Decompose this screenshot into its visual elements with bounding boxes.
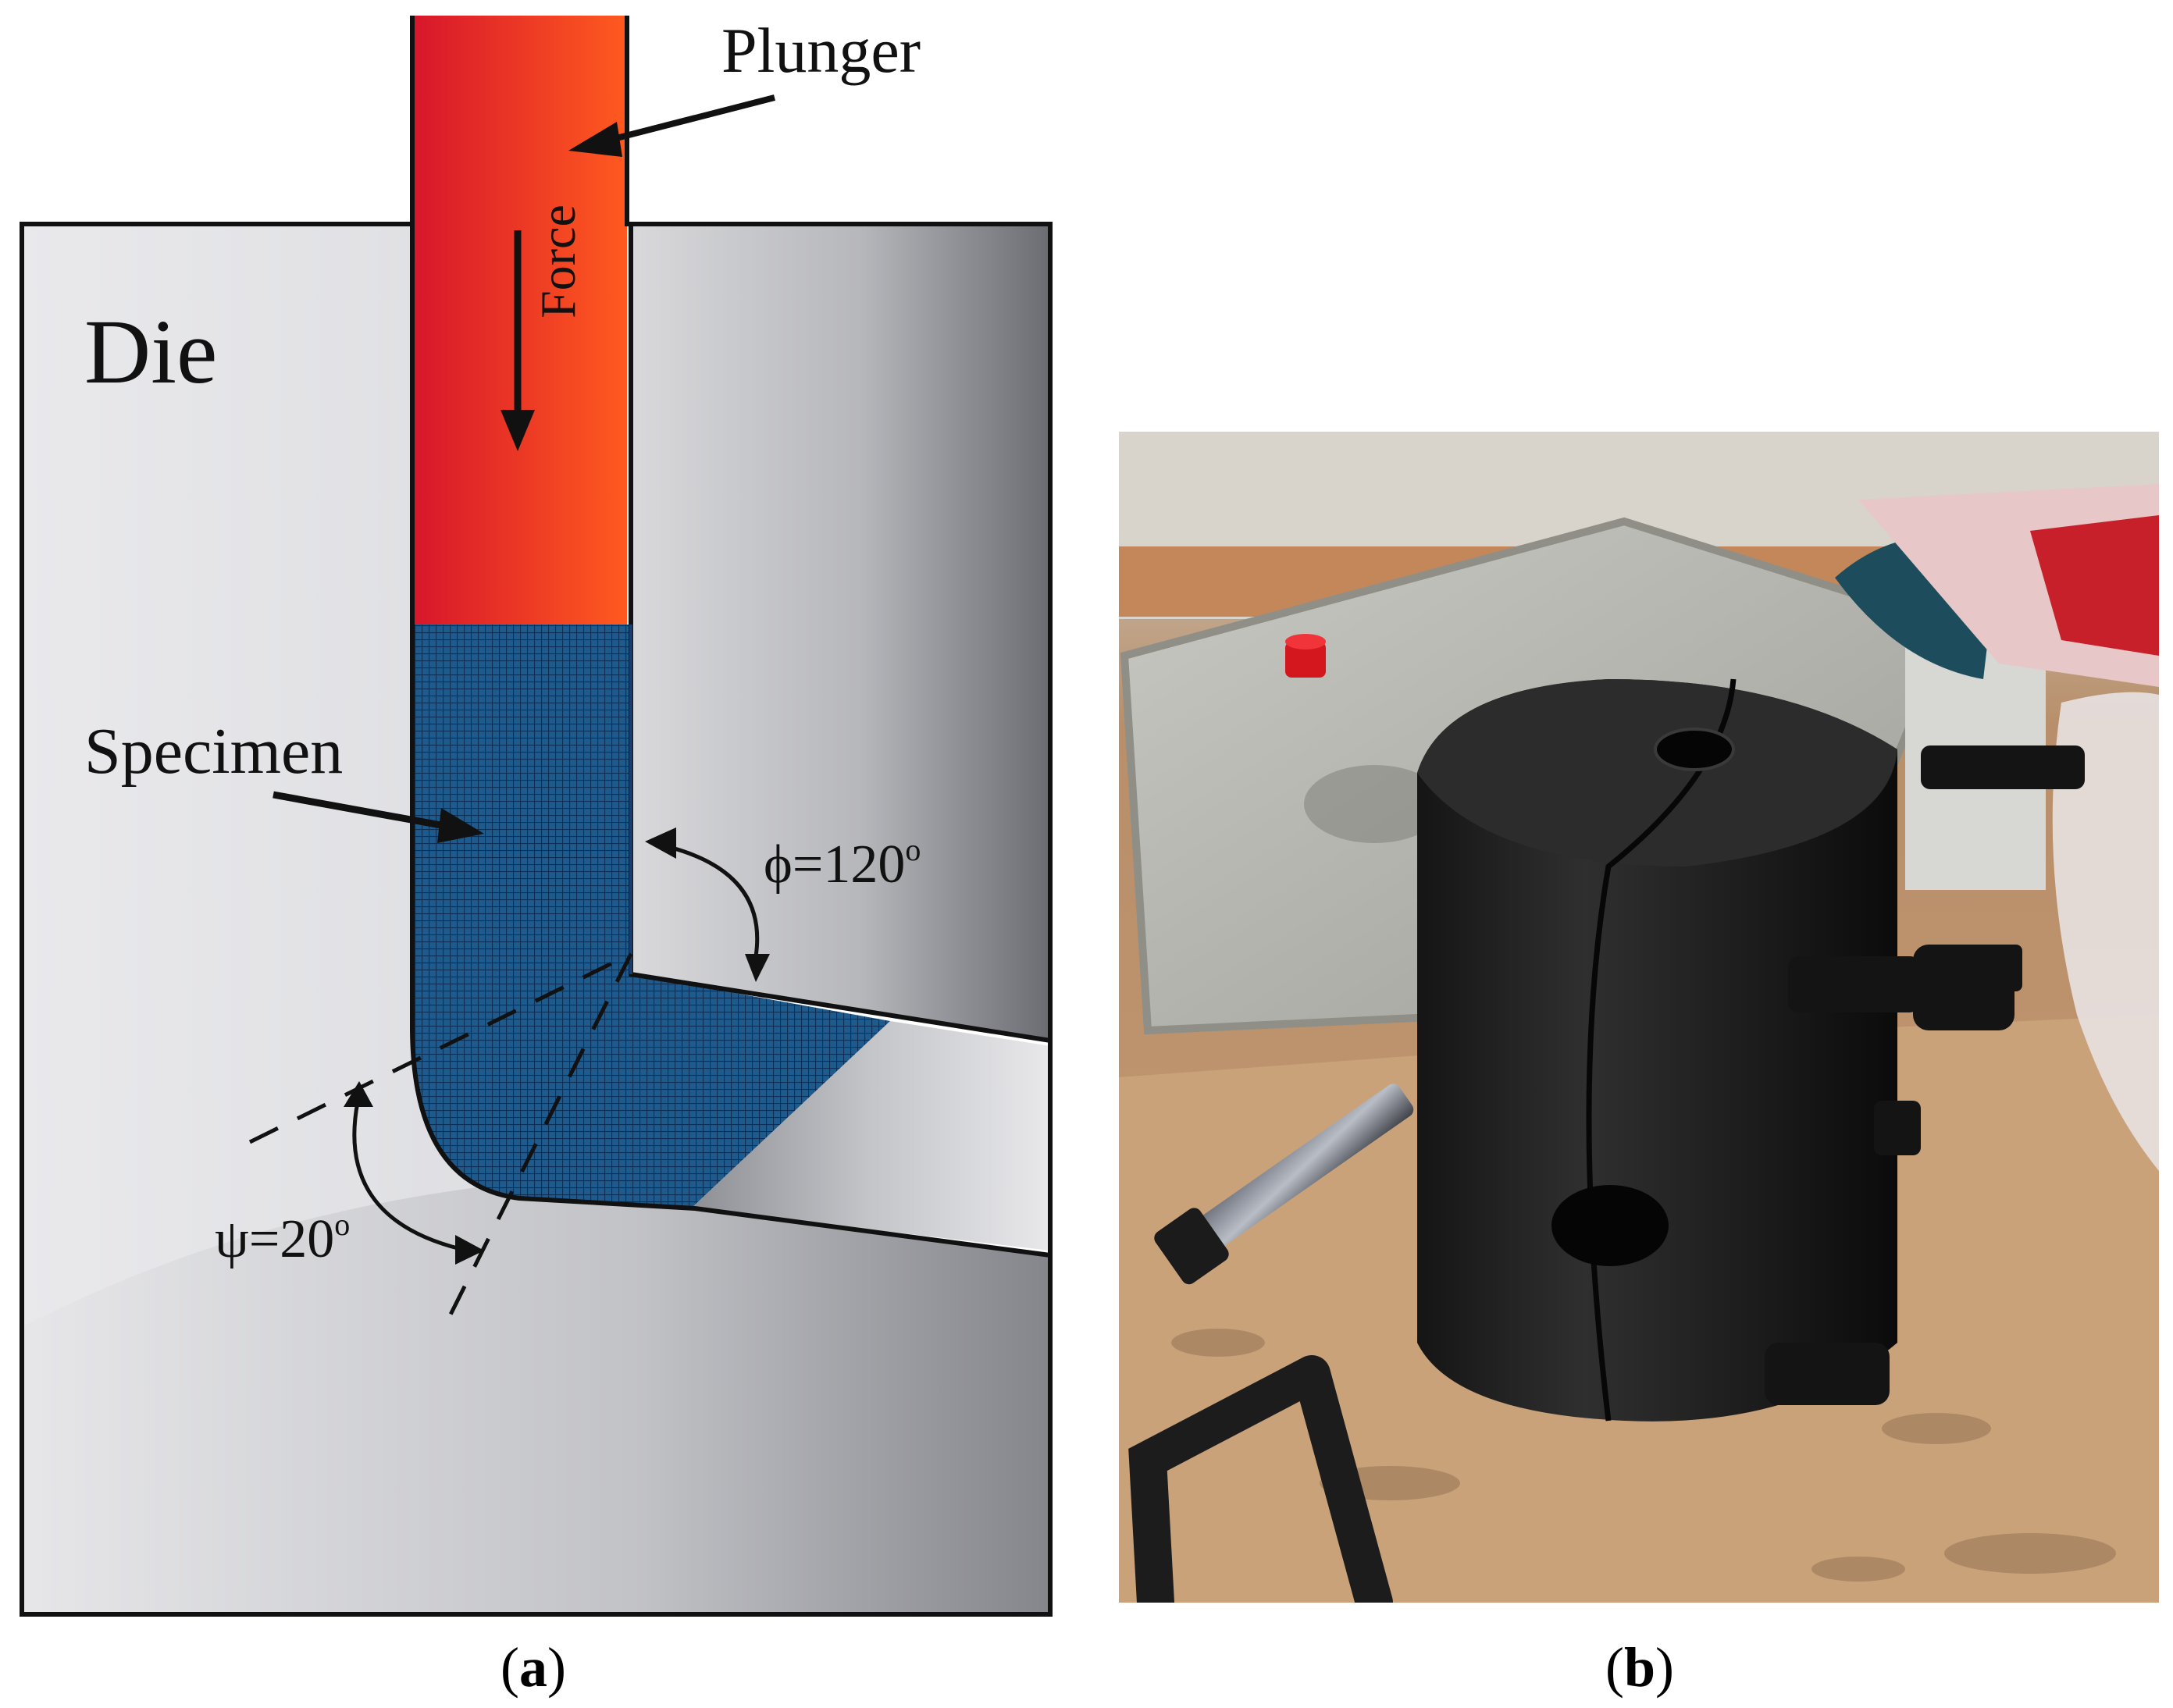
phi-arrowhead-top: [645, 827, 676, 859]
psi-arrowhead-bottom: [455, 1235, 484, 1265]
photo-allen-key: [1128, 1355, 1393, 1603]
plunger-arrow: [568, 94, 775, 157]
caption-a: (a): [501, 1636, 566, 1699]
photo-red-cap: [1285, 634, 1326, 678]
die-label: Die: [84, 301, 217, 403]
phi-label: ϕ=120o: [764, 832, 921, 895]
specimen-label: Specimen: [84, 715, 343, 788]
plunger-label: Plunger: [721, 15, 921, 86]
force-label: Force: [530, 205, 586, 318]
psi-arrowhead-top: [344, 1081, 373, 1107]
photo-side-bolts: [1765, 745, 2085, 1405]
panel-b-photo: [1119, 432, 2159, 1603]
die-bottom-block: [22, 1187, 1050, 1614]
caption-b: (b): [1605, 1636, 1674, 1699]
photo-channel-hole: [1654, 728, 1735, 771]
dashed-construction-lines: [248, 952, 633, 1335]
specimen-arrow: [273, 791, 484, 843]
photo-cylinder-top: [1417, 679, 1897, 866]
die-right-block: [631, 224, 1050, 1041]
psi-angle-arc: [352, 1101, 461, 1251]
photo-loose-bolt: [1154, 1084, 1414, 1285]
photo-side-hole: [1551, 1185, 1669, 1266]
panel-a-schematic: Plunger Force Die Specimen ϕ=120o: [20, 15, 1053, 1699]
photo-tray-stain: [1304, 765, 1445, 843]
photo-cloth-red: [2030, 515, 2159, 656]
phi-angle-arc: [651, 841, 760, 957]
psi-label: ψ=20o: [215, 1207, 350, 1269]
photo-split-die-cylinder: [1417, 679, 1897, 1422]
force-arrow: [501, 230, 535, 451]
die-outlet-channel: [691, 1021, 1050, 1251]
specimen: [412, 624, 890, 1208]
phi-arrowhead-bottom: [745, 954, 770, 982]
photo-glove: [2052, 692, 2159, 1171]
